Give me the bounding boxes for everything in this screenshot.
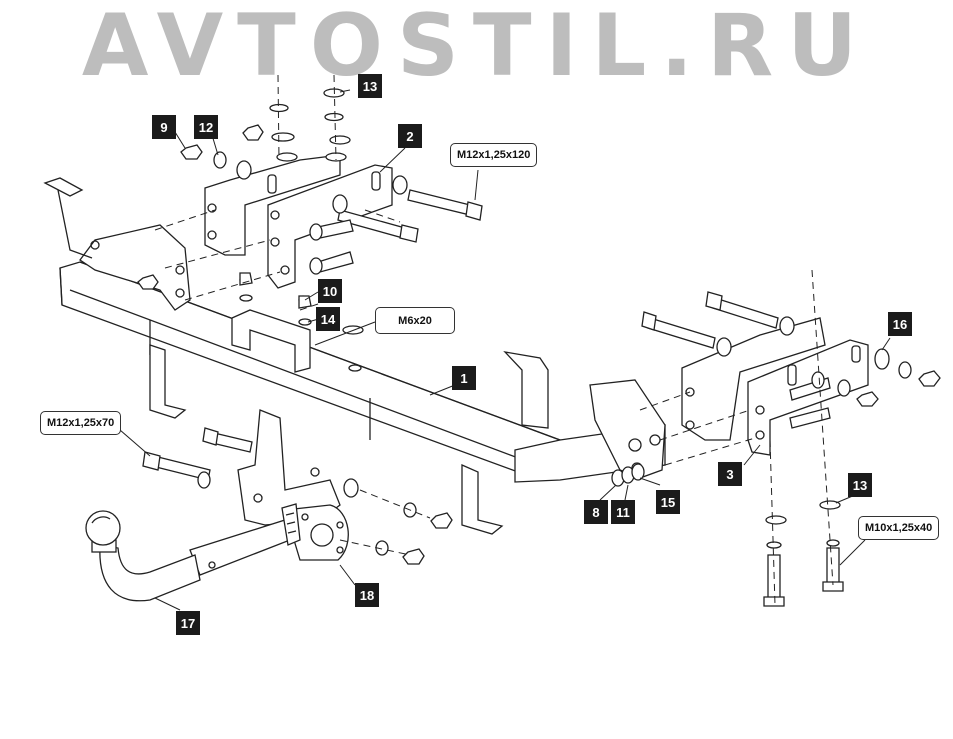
spec-label-bolt-top: M12x1,25x120 xyxy=(450,143,538,167)
callout-part-13-right: 13 xyxy=(848,473,872,497)
callout-part-16: 16 xyxy=(888,312,912,336)
callout-part-15: 15 xyxy=(656,490,680,514)
callout-part-11: 11 xyxy=(611,500,635,524)
callout-part-13-top: 13 xyxy=(358,74,382,98)
callout-part-2: 2 xyxy=(398,124,422,148)
nuts-and-washers xyxy=(137,88,941,565)
spec-label-bolt-left: M12x1,25x70 xyxy=(40,411,122,435)
callout-part-17: 17 xyxy=(176,611,200,635)
leader-lines xyxy=(119,89,891,611)
left-end-bracket xyxy=(43,177,191,311)
callout-part-9: 9 xyxy=(152,115,176,139)
bolts xyxy=(142,189,844,607)
callout-part-8: 8 xyxy=(584,500,608,524)
socket-plate xyxy=(281,503,349,561)
callout-part-14: 14 xyxy=(316,307,340,331)
spec-label-bolt-small: M6x20 xyxy=(375,307,455,334)
callout-part-1: 1 xyxy=(452,366,476,390)
spec-label-bolt-right: M10x1,25x40 xyxy=(858,516,940,540)
callout-part-18: 18 xyxy=(355,583,379,607)
callout-part-12: 12 xyxy=(194,115,218,139)
watermark-text: AVTOSTIL.RU xyxy=(81,0,872,96)
callout-part-10: 10 xyxy=(318,279,342,303)
callout-part-3: 3 xyxy=(718,462,742,486)
hitch-ball-assembly xyxy=(85,409,341,602)
beam-legs xyxy=(149,344,549,535)
